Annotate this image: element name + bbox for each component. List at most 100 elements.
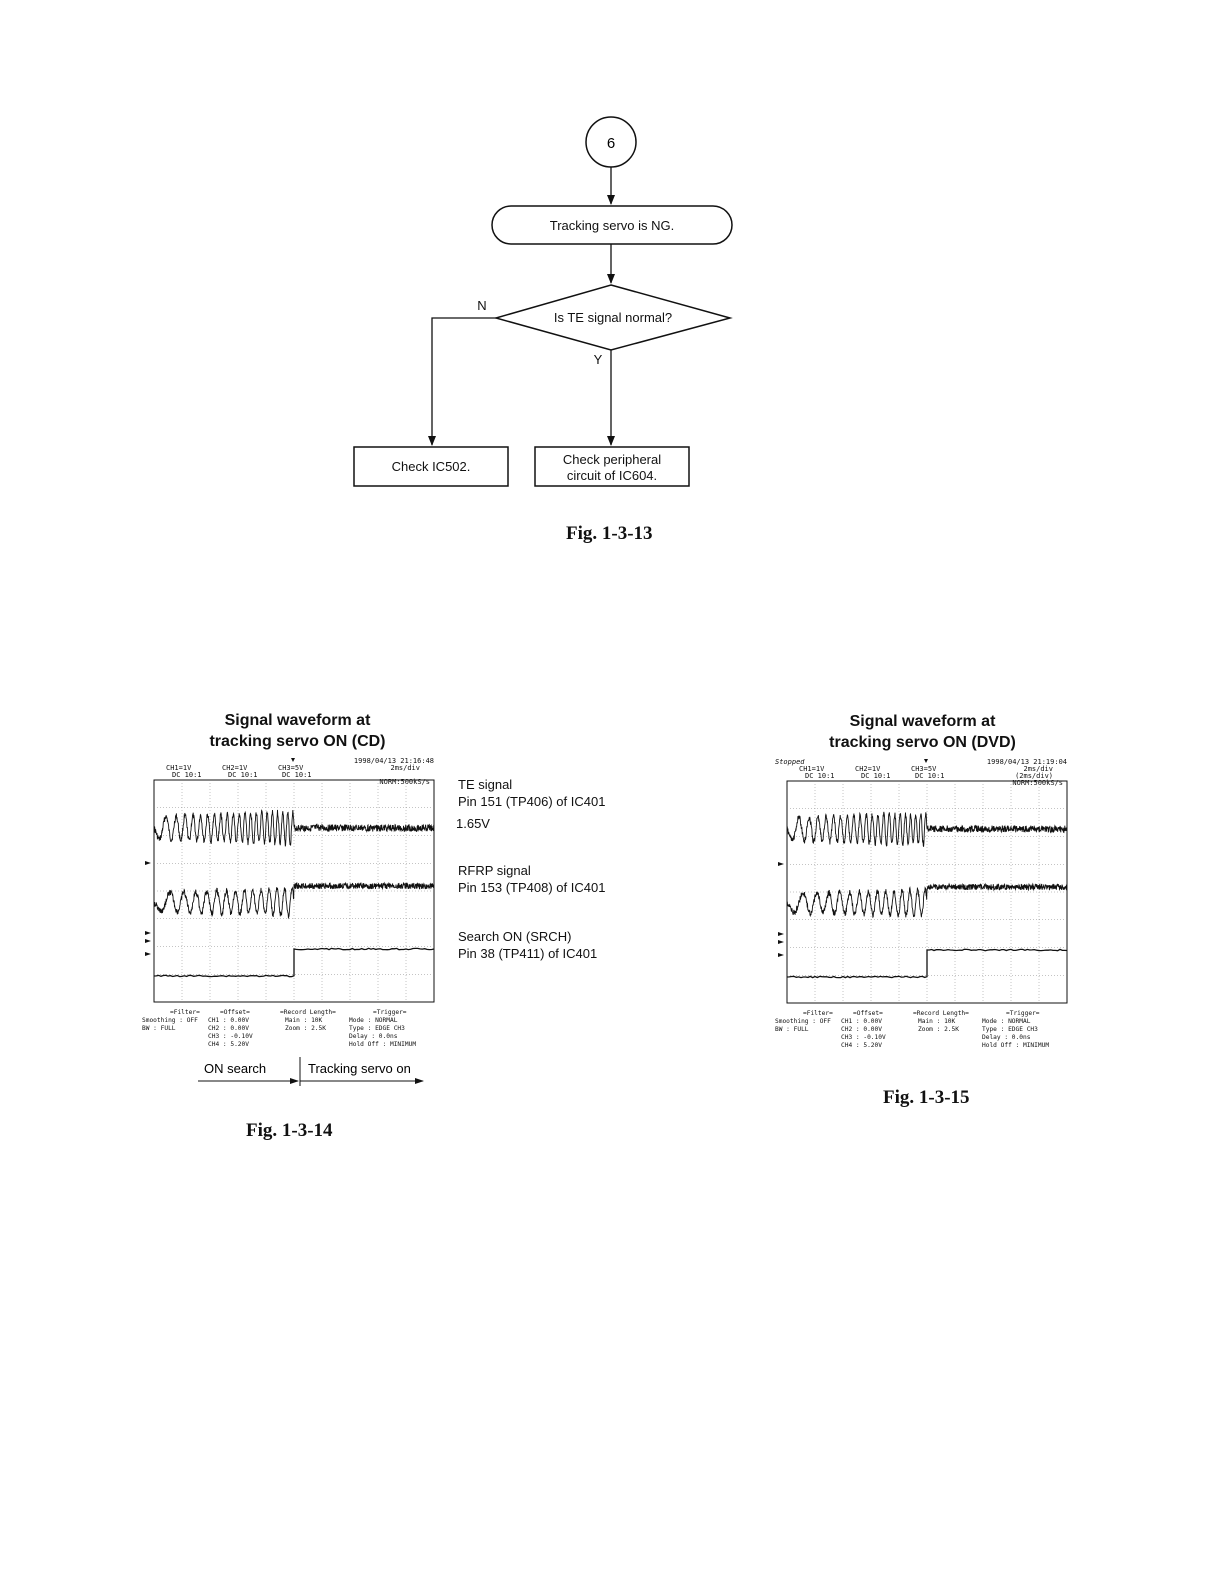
footer-record-main: Main : 10K [918,1018,956,1025]
ch3-ground-marker-icon [778,932,784,936]
check-ic502-box [353,446,509,487]
footer-offset-ch1: CH1 : 0.00V [841,1018,882,1025]
srch-signal-label: Search ON (SRCH) Pin 38 (TP411) of IC401 [458,928,597,962]
footer-filter-bw: BW : FULL [775,1026,809,1033]
scope-ch3-coupling: DC 10:1 [915,772,945,780]
trigger-marker-icon [924,759,928,763]
search-on-waveform [153,947,435,978]
rfrp-signal-name: RFRP signal [458,863,531,878]
scope-sample-rate: NORM:500kS/s [1012,779,1063,787]
start-terminal [491,205,733,245]
scope-ch1-scale: CH1=1V [166,764,192,772]
rfrp-waveform [153,881,435,920]
footer-trigger-delay: Delay : 0.0ns [349,1033,398,1040]
footer-offset-ch3: CH3 : -0.10V [841,1034,886,1041]
yes-branch-label: Y [594,352,603,367]
footer-filter-smoothing: Smoothing : OFF [775,1018,831,1025]
timeline-tracking-on: Tracking servo on [308,1061,411,1076]
timeline-annotation: ON search Tracking servo on [198,1057,424,1086]
footer-offset-ch2: CH2 : 0.00V [841,1026,882,1033]
scope-datetime: 1998/04/13 21:19:04 [987,759,1067,766]
footer-record-zoom: Zoom : 2.5K [918,1026,959,1033]
te-level-label: 1.65V [456,816,490,831]
scope-ch2-scale: CH2=1V [855,765,881,773]
scope-cd-title: Signal waveform at tracking servo ON (CD… [170,710,425,752]
footer-offset-ch2: CH2 : 0.00V [208,1025,249,1032]
te-waveform [786,811,1068,847]
footer-record-main: Main : 10K [285,1017,323,1024]
rfrp-signal-label: RFRP signal Pin 153 (TP408) of IC401 [458,862,605,896]
check-ic604-box [534,446,690,487]
scope-dvd-title-line2: tracking servo ON (DVD) [829,734,1016,751]
footer-trigger-holdoff: Hold Off : MINIMUM [349,1041,416,1048]
scope-sample-rate: NORM:500kS/s [379,778,430,786]
footer-record-header: =Record Length= [280,1009,336,1016]
scope-ch2-coupling: DC 10:1 [228,771,258,779]
scope-timebase-zoom: (2ms/div) [1015,772,1053,780]
search-on-waveform [786,948,1068,979]
timeline-on-search: ON search [204,1061,266,1076]
fig-caption-14: Fig. 1-3-14 [246,1120,333,1141]
scope-datetime: 1998/04/13 21:16:48 [354,758,434,765]
footer-record-header: =Record Length= [913,1010,969,1017]
footer-offset-header: =Offset= [853,1010,883,1017]
scope-status: Stopped [775,759,805,766]
decision-label: Is TE signal normal? [554,310,672,325]
ch3-ground-marker-icon [145,931,151,935]
rfrp-signal-pin: Pin 153 (TP408) of IC401 [458,880,606,895]
srch-signal-name: Search ON (SRCH) [458,929,572,944]
footer-offset-ch1: CH1 : 0.00V [208,1017,249,1024]
footer-offset-ch3: CH3 : -0.10V [208,1033,253,1040]
footer-offset-header: =Offset= [220,1009,250,1016]
te-signal-name: TE signal [458,777,513,792]
scope-ch3-coupling: DC 10:1 [282,771,312,779]
footer-trigger-header: =Trigger= [373,1009,407,1016]
footer-offset-ch4: CH4 : 5.20V [841,1042,882,1049]
rfrp-waveform [786,882,1068,919]
scope-dvd-title-line1: Signal waveform at [849,713,996,730]
trigger-marker-icon [291,758,295,762]
footer-offset-ch4: CH4 : 5.20V [208,1041,249,1048]
ch4-ground-marker-icon [145,952,151,956]
scope-timebase: 2ms/div [390,764,420,772]
footer-trigger-delay: Delay : 0.0ns [982,1034,1031,1041]
scope-ch2-coupling: DC 10:1 [861,772,891,780]
check-ic502-label: Check IC502. [392,459,471,474]
no-branch-arrow [428,317,496,446]
scope-cd-title-line2: tracking servo ON (CD) [209,733,386,750]
ch4-ground-marker-icon [778,953,784,957]
footer-trigger-type: Type : EDGE CH3 [349,1025,405,1032]
connector-label: 6 [607,135,615,152]
scope-dvd-title: Signal waveform at tracking servo ON (DV… [795,711,1050,753]
footer-trigger-mode: Mode : NORMAL [349,1017,398,1024]
footer-filter-header: =Filter= [170,1009,200,1016]
ch2-ground-marker-icon [778,862,784,866]
ch2-ground-marker-icon [145,861,151,865]
footer-record-zoom: Zoom : 2.5K [285,1025,326,1032]
footer-filter-header: =Filter= [803,1010,833,1017]
check-ic604-label-2: circuit of IC604. [567,468,657,483]
footer-trigger-mode: Mode : NORMAL [982,1018,1031,1025]
start-label: Tracking servo is NG. [550,218,675,233]
scope-ch3-scale: CH3=5V [911,765,937,773]
fig-caption-13: Fig. 1-3-13 [566,523,653,544]
scope-ch1-coupling: DC 10:1 [172,771,202,779]
check-ic604-label-1: Check peripheral [563,452,661,467]
troubleshooting-flowchart: 6 Tracking servo is NG. Is TE signal nor… [353,116,733,487]
scope-timebase: 2ms/div [1023,765,1053,773]
footer-filter-bw: BW : FULL [142,1025,176,1032]
ch3-level-marker-icon [145,939,151,943]
ch3-level-marker-icon [778,940,784,944]
fig-caption-15: Fig. 1-3-15 [883,1087,970,1108]
scope-ch3-scale: CH3=5V [278,764,304,772]
scope-ch1-coupling: DC 10:1 [805,772,835,780]
te-waveform [153,809,435,847]
scope-cd-title-line1: Signal waveform at [224,712,371,729]
te-signal-label: TE signal Pin 151 (TP406) of IC401 [458,776,605,810]
srch-signal-pin: Pin 38 (TP411) of IC401 [458,946,598,961]
te-signal-pin: Pin 151 (TP406) of IC401 [458,794,606,809]
footer-trigger-holdoff: Hold Off : MINIMUM [982,1042,1049,1049]
footer-trigger-type: Type : EDGE CH3 [982,1026,1038,1033]
